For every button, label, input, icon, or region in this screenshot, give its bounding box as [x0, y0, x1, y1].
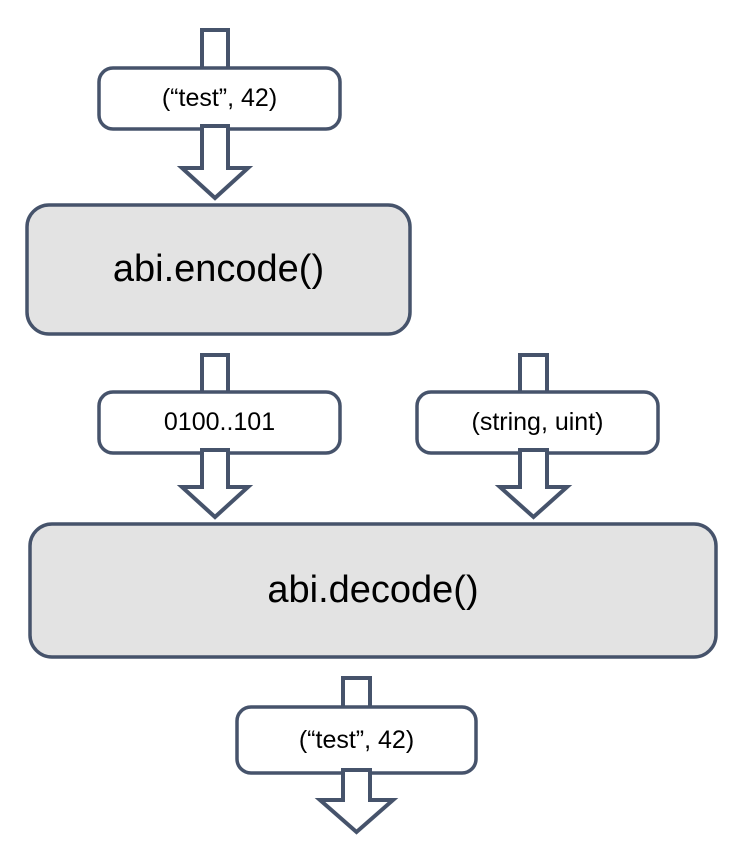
- arrow-encode-to-encoded: [200, 353, 230, 398]
- arrow-into-type-tuple: [518, 353, 549, 398]
- arrow-encoded-to-decode: [176, 448, 254, 520]
- node-type-tuple[interactable]: [415, 390, 660, 455]
- arrow-input-to-encode: [176, 124, 254, 201]
- node-abi-decode[interactable]: [28, 522, 718, 659]
- node-encoded-bytes[interactable]: [97, 390, 342, 455]
- node-abi-encode[interactable]: [25, 203, 412, 336]
- node-input-tuple[interactable]: [97, 66, 342, 131]
- node-output-tuple[interactable]: [235, 705, 478, 775]
- arrow-types-to-decode: [494, 448, 573, 520]
- arrow-out-of-output: [314, 768, 399, 835]
- arrow-into-input: [200, 28, 230, 74]
